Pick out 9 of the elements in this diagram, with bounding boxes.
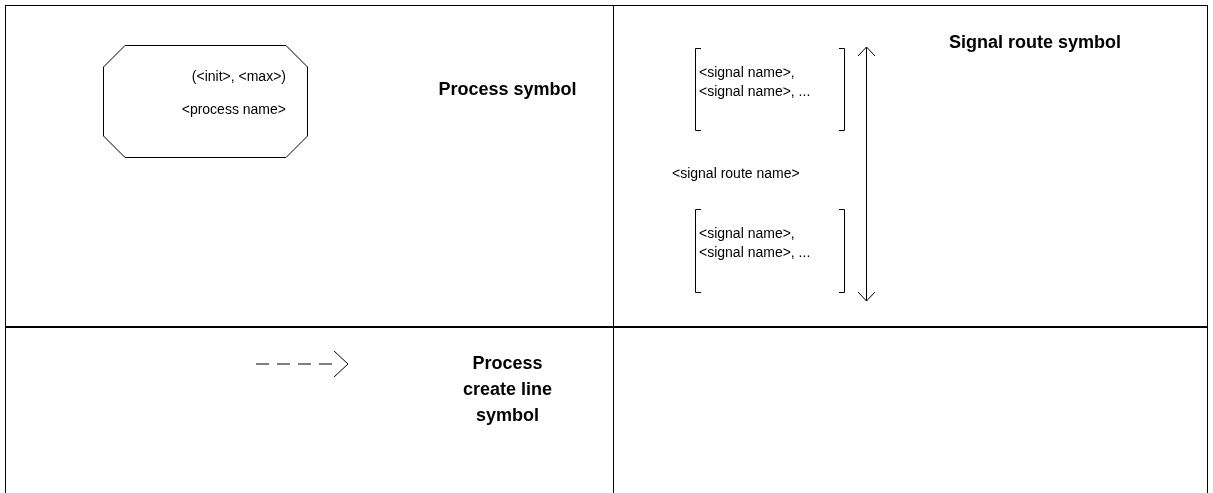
signal-route-name: <signal route name> [672,164,800,182]
symbol-title: Process symbol [437,78,578,100]
signal-list: <signal name>, <signal name>, ... [699,63,811,101]
process-octagon [103,45,308,158]
symbol-title: Process create line symbol [461,352,554,427]
signal-list: <signal name>, <signal name>, ... [699,224,811,262]
process-name: <process name> [181,100,286,118]
symbol-title: Signal route symbol [948,31,1122,53]
process-parameters: (<init>, <max>) [191,67,286,85]
